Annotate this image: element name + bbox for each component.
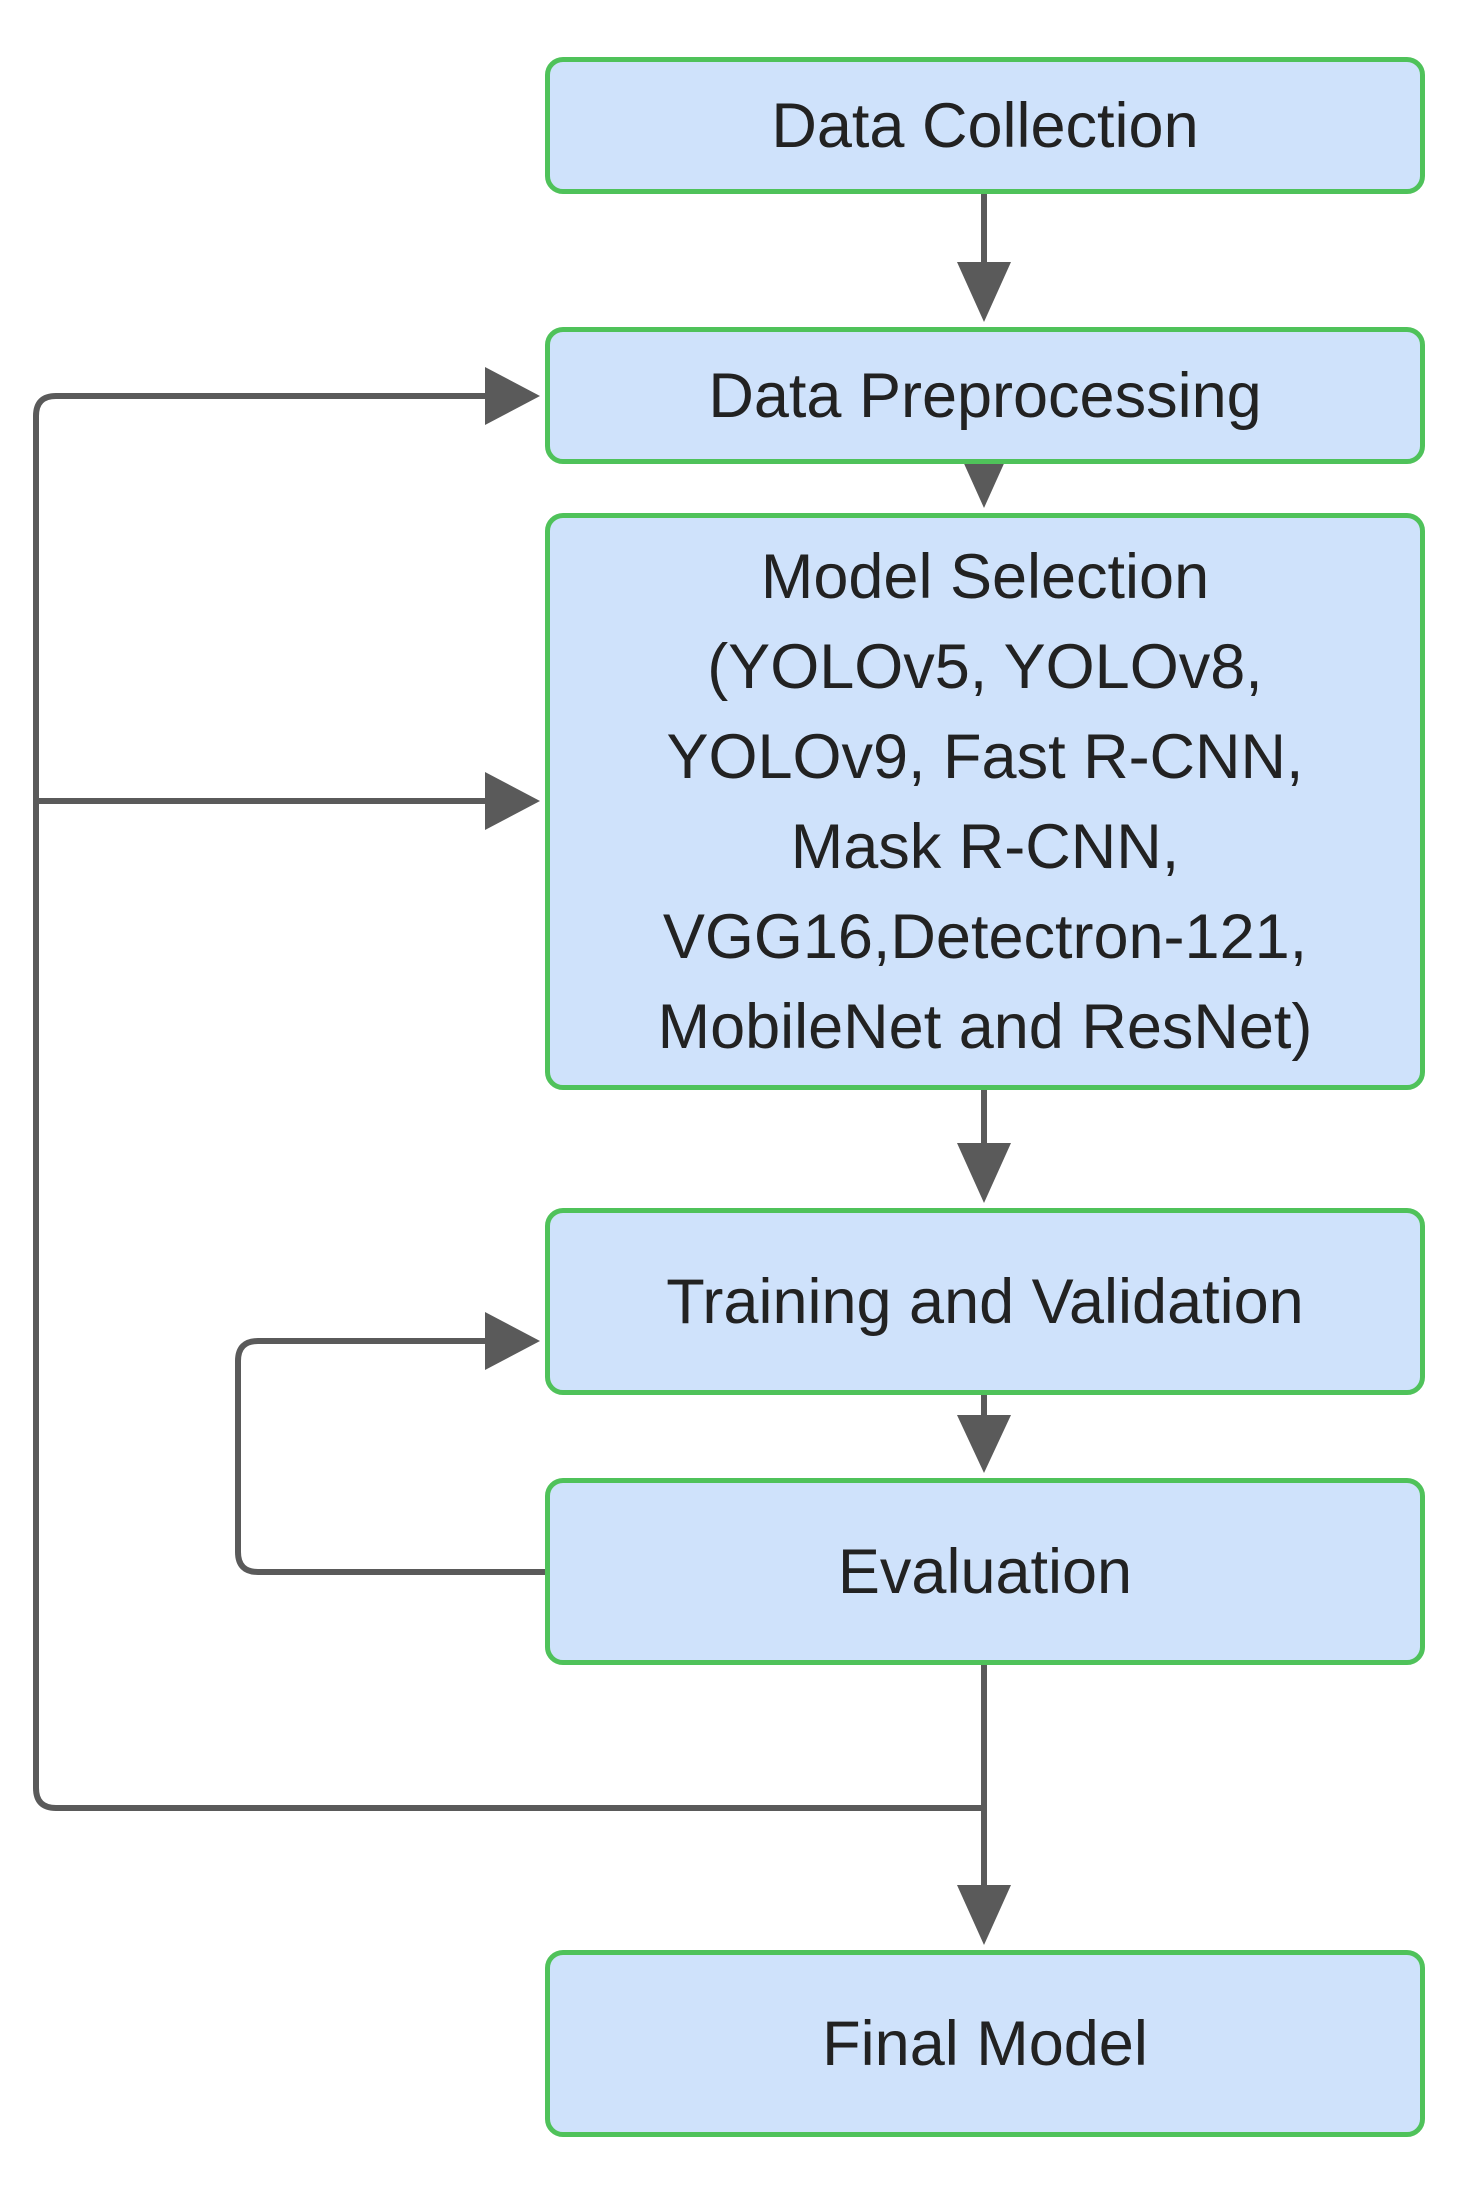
model-selection-line: (YOLOv5, YOLOv8, xyxy=(707,631,1263,702)
node-training-validation-label: Training and Validation xyxy=(666,1266,1304,1337)
arrowhead-model-selection-left xyxy=(485,772,540,830)
node-final-model: Final Model xyxy=(545,1950,1425,2137)
node-data-preprocessing-label: Data Preprocessing xyxy=(708,360,1262,431)
arrowhead-preprocessing-left xyxy=(485,367,540,425)
node-evaluation-label: Evaluation xyxy=(837,1536,1133,1607)
arrowhead-preprocessing-top xyxy=(957,262,1011,322)
model-selection-line: VGG16,Detectron-121, xyxy=(662,901,1308,972)
node-data-collection: Data Collection xyxy=(545,57,1425,194)
arrowhead-final-top xyxy=(957,1885,1011,1945)
node-evaluation: Evaluation xyxy=(545,1478,1425,1665)
arrowhead-training-left xyxy=(485,1312,540,1370)
edge-evaluation-to-training-loop xyxy=(235,1338,545,1575)
model-selection-line: Model Selection xyxy=(760,541,1210,612)
node-data-collection-label: Data Collection xyxy=(771,90,1199,161)
node-final-model-label: Final Model xyxy=(822,2008,1148,2079)
model-selection-line: Mask R-CNN, xyxy=(790,811,1180,882)
model-selection-line: YOLOv9, Fast R-CNN, xyxy=(666,721,1304,792)
arrowhead-training-top xyxy=(957,1143,1011,1203)
node-model-selection: Model Selection (YOLOv5, YOLOv8, YOLOv9,… xyxy=(545,513,1425,1090)
edge-evaluation-outer-loop xyxy=(33,393,984,1811)
arrowhead-evaluation-top xyxy=(957,1415,1011,1473)
model-selection-line: MobileNet and ResNet) xyxy=(657,991,1313,1062)
node-training-validation: Training and Validation xyxy=(545,1208,1425,1395)
node-data-preprocessing: Data Preprocessing xyxy=(545,327,1425,464)
node-model-selection-text: Model Selection (YOLOv5, YOLOv8, YOLOv9,… xyxy=(658,532,1313,1072)
